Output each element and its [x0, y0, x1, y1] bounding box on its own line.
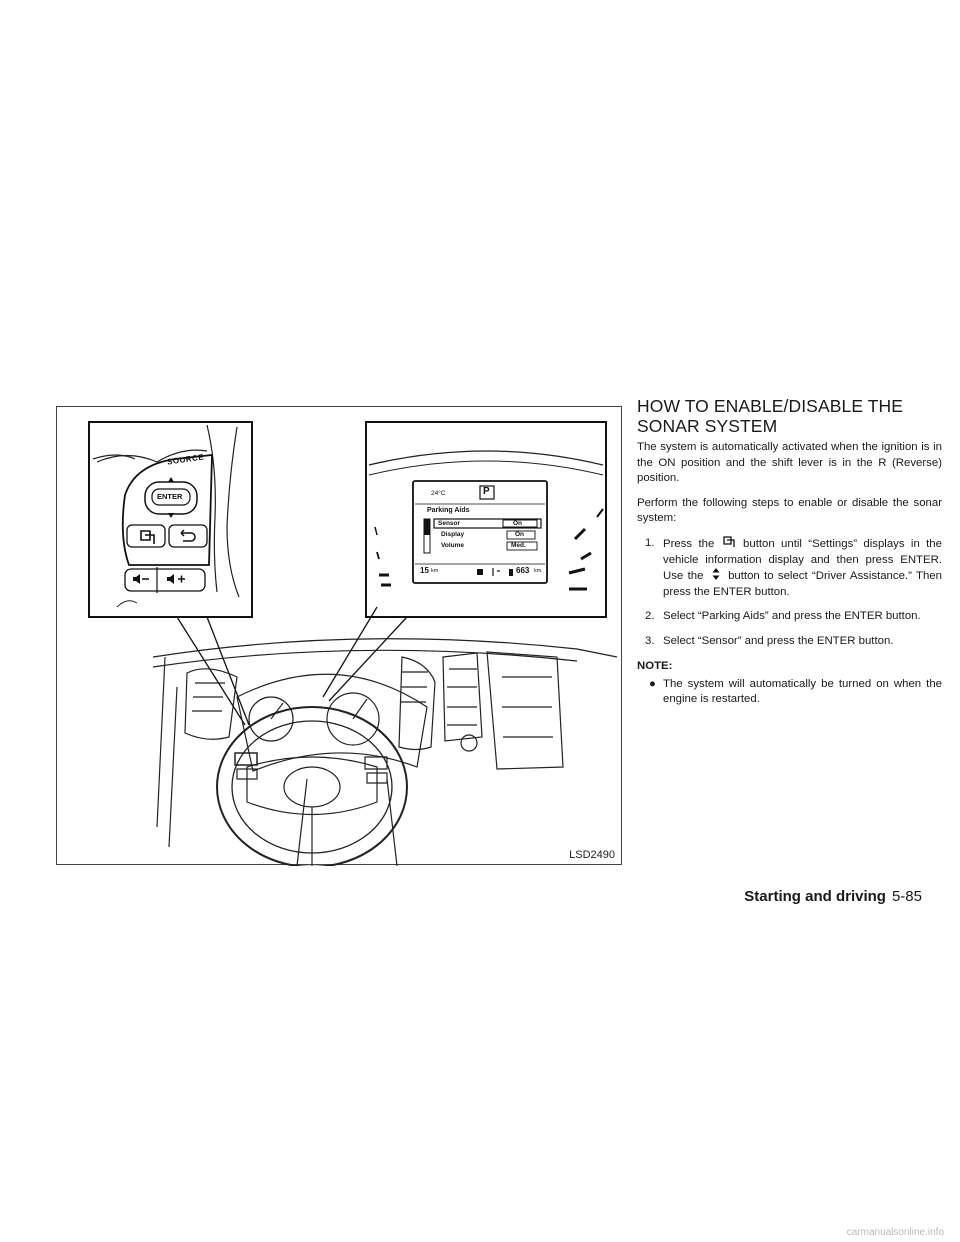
- step-text-part: Press the: [663, 537, 715, 550]
- dashboard-drawing: [152, 638, 618, 866]
- text-column: HOW TO ENABLE/DISABLE THE SONAR SYSTEM T…: [637, 396, 942, 708]
- leader-line-cluster: [322, 606, 378, 698]
- step-text: Select “Sensor” and press the ENTER butt…: [663, 634, 894, 647]
- section-title-line1: HOW TO ENABLE/DISABLE THE: [637, 396, 904, 416]
- intro-paragraph: The system is automatically activated wh…: [637, 441, 942, 485]
- enter-label: ENTER: [157, 492, 183, 501]
- switch-inset: [88, 421, 253, 618]
- watermark: carmanualsonline.info: [846, 1227, 944, 1238]
- step-list: 1. Press the button until “Settings” dis…: [637, 536, 942, 650]
- display-gear: P: [483, 486, 490, 497]
- page-number: 5-85: [891, 888, 922, 905]
- cluster-inset: [365, 421, 607, 618]
- display-range-unit: km: [534, 568, 542, 574]
- display-row-label: Volume: [441, 542, 464, 549]
- display-row-label: Display: [441, 531, 465, 538]
- display-row-value: On: [515, 531, 525, 538]
- lead-paragraph: Perform the following steps to enable or…: [637, 496, 942, 525]
- display-trip-unit: km: [431, 568, 439, 574]
- leader-line-switch: [176, 616, 246, 726]
- display-row-label: Sensor: [438, 520, 461, 527]
- step-item: 3. Select “Sensor” and press the ENTER b…: [637, 634, 942, 650]
- step-number: 3.: [645, 634, 655, 647]
- step-number: 2.: [645, 610, 655, 623]
- section-title: HOW TO ENABLE/DISABLE THE SONAR SYSTEM: [637, 396, 942, 436]
- display-temperature: 24°C: [431, 490, 446, 497]
- step-item: 1. Press the button until “Settings” dis…: [637, 536, 942, 600]
- figure-code: LSD2490: [569, 849, 615, 861]
- bullet-icon: ●: [649, 677, 656, 690]
- display-row-value: Med.: [511, 542, 526, 549]
- display-row-value: On: [513, 520, 523, 527]
- note-bullet: ● The system will automatically be turne…: [637, 677, 942, 708]
- illustration-drawing: [88, 421, 618, 866]
- chapter-title: Starting and driving: [744, 888, 886, 905]
- display-range-value: 663: [516, 566, 530, 575]
- note-bullet-text: The system will automatically be turned …: [663, 677, 942, 706]
- illustration-figure: SOURCE ENTER 24°C P Parking Aids Sensor …: [56, 406, 622, 866]
- step-text-part: button to select “Driver Assistance.” Th…: [663, 570, 942, 598]
- step-number: 1.: [645, 536, 655, 549]
- note-title: NOTE:: [637, 659, 673, 672]
- step-item: 2. Select “Parking Aids” and press the E…: [637, 609, 942, 625]
- display-menu-title: Parking Aids: [427, 507, 470, 514]
- up-down-arrow-icon: [712, 568, 720, 581]
- page-footer: Starting and driving 5-85: [744, 888, 922, 905]
- step-text-part: button until “Settings” displays in the …: [663, 537, 942, 583]
- display-trip-value: 15: [420, 566, 429, 575]
- step-text: Select “Parking Aids” and press the ENTE…: [663, 610, 921, 623]
- menu-button-icon: [723, 536, 735, 547]
- section-title-line2: SONAR SYSTEM: [637, 416, 778, 436]
